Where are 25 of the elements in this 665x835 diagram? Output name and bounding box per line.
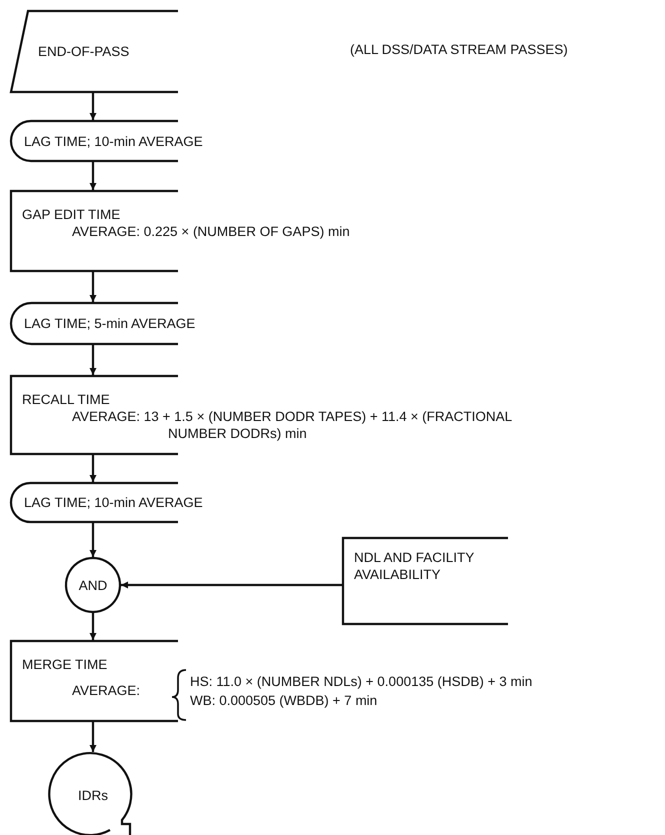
flow-arrow: [90, 455, 96, 482]
flow-arrow: [90, 523, 96, 557]
flow-arrow: [90, 345, 96, 375]
formula-text: WB: 0.000505 (WBDB) + 7 min: [190, 692, 378, 709]
flow-arrow: [90, 162, 96, 190]
step-title: RECALL TIME: [22, 391, 110, 408]
step-title: GAP EDIT TIME: [22, 206, 120, 223]
node-label: LAG TIME; 10-min AVERAGE: [24, 132, 203, 150]
flow-arrow: [90, 93, 96, 120]
node-label: AND: [78, 576, 108, 594]
formula-text: AVERAGE: 0.225 × (NUMBER OF GAPS) min: [72, 223, 351, 240]
flow-arrow: [121, 582, 342, 588]
step-title: MERGE TIME: [22, 656, 108, 673]
flow-arrow: [90, 272, 96, 302]
node-label: IDRs: [77, 787, 109, 804]
formula-text: AVERAGE: 13 + 1.5 × (NUMBER DODR TAPES) + 11.4 × (FRACTIONAL NUMBER DODRs) min: [72, 408, 513, 442]
node-label: END-OF-PASS: [38, 43, 130, 60]
note-text: (ALL DSS/DATA STREAM PASSES): [350, 42, 568, 57]
formula-text: HS: 11.0 × (NUMBER NDLs) + 0.000135 (HSDB) + 3 min: [190, 673, 532, 690]
flow-arrow: [90, 613, 96, 640]
flow-arrow: [90, 722, 96, 752]
node-label: LAG TIME; 5-min AVERAGE: [24, 315, 196, 332]
node-label: NDL AND FACILITY AVAILABILITY: [354, 549, 476, 583]
node-label: LAG TIME; 10-min AVERAGE: [24, 494, 203, 511]
formula-label: AVERAGE:: [72, 682, 140, 699]
